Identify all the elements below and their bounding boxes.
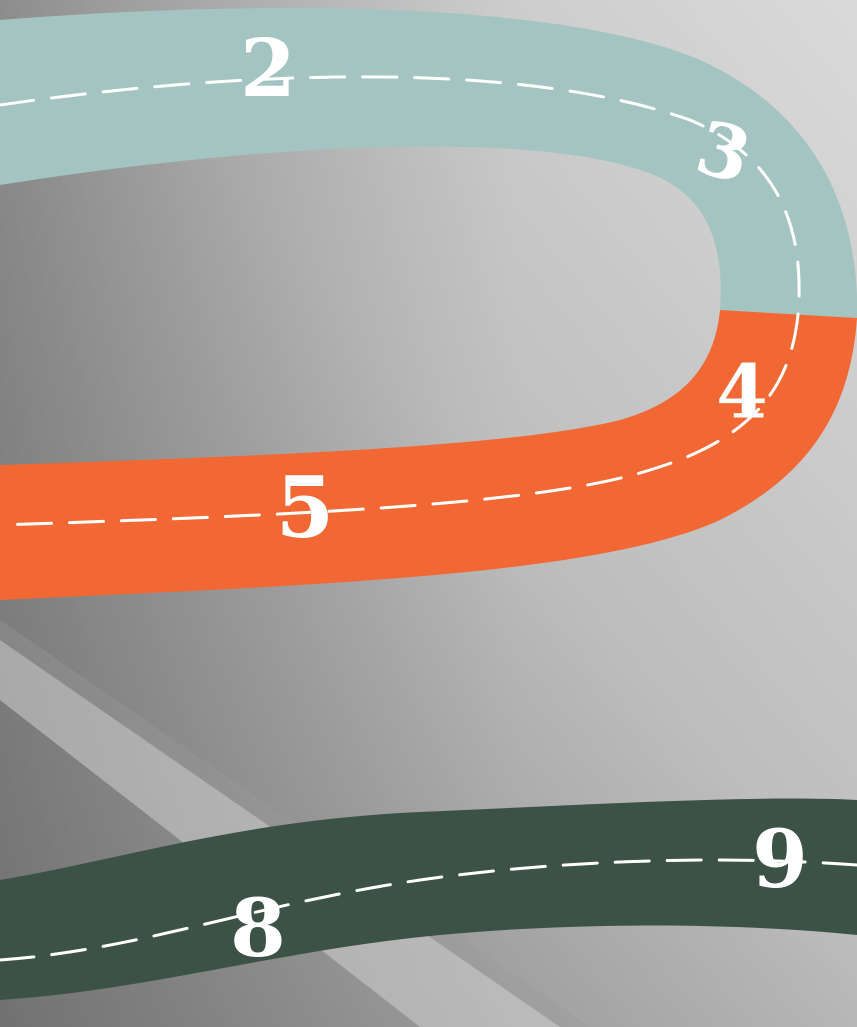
- marker-5: 5: [276, 458, 334, 557]
- marker-9: 9: [752, 812, 808, 906]
- marker-2: 2: [240, 21, 296, 115]
- marker-8: 8: [230, 881, 286, 975]
- marker-4: 4: [716, 350, 768, 436]
